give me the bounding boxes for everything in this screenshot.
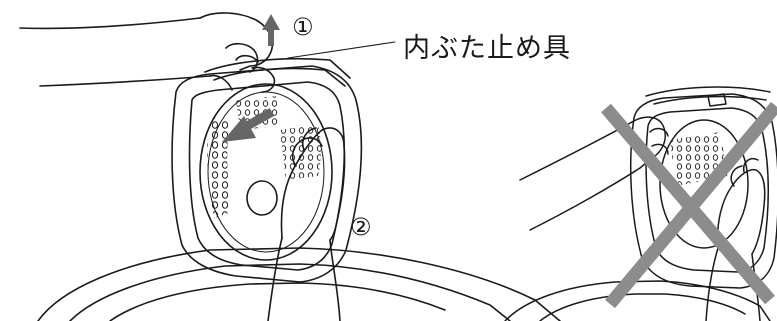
wrong-inner-lid-disc [659, 119, 749, 249]
wrong-right-hand [716, 168, 766, 255]
callout-leader-line [287, 41, 396, 59]
cooker-base-inner [69, 263, 511, 321]
remove-direction-arrow [222, 108, 275, 142]
lid-outer-shell [171, 65, 363, 283]
wrong-lid-outer [629, 93, 777, 289]
left-hand-arm-top [19, 17, 201, 30]
inner-lid-latch-label: 内ぶた止め具 [403, 33, 571, 64]
wrong-right-arm-1 [705, 247, 719, 321]
left-hand-arm-bottom [39, 75, 211, 87]
wrong-left-arm-bottom [529, 167, 641, 231]
inner-lid-perforation-left [207, 118, 232, 218]
inner-lid-disc [199, 83, 333, 261]
wrong-left-arm-top [519, 121, 633, 181]
prohibited-cross-mark [601, 101, 777, 309]
right-hand-fingers [291, 127, 323, 167]
wrong-lid-top-band [645, 86, 771, 97]
wrong-right-fingers [730, 158, 759, 187]
lid-top-band-2 [213, 67, 346, 87]
wrong-left-fingers [649, 127, 669, 155]
left-hand-thumb [209, 74, 233, 91]
cooker-base-outline [37, 247, 561, 321]
pull-up-arrow [262, 14, 280, 46]
right-hand-wrist [267, 237, 283, 321]
step-1-marker: ① [292, 13, 314, 41]
left-hand-palm [199, 12, 274, 71]
cooker-base-rim [109, 282, 446, 321]
wrong-lid-latch [707, 93, 727, 107]
lid-inner-rim [188, 81, 346, 271]
right-hand-wrist-2 [329, 239, 341, 321]
wrong-cooker-base [504, 280, 771, 321]
right-hand-palm [280, 127, 346, 241]
step-2-marker: ② [350, 213, 372, 241]
lid-top-band [204, 57, 351, 79]
steam-vent [246, 180, 278, 216]
wrong-left-hand [631, 116, 666, 169]
wrong-lid-inner [645, 107, 770, 273]
right-illustration [504, 86, 777, 321]
inner-lid-perforation-right [280, 124, 321, 180]
wrong-cooker-base-inner [539, 293, 746, 321]
left-hand-fingers [225, 42, 276, 93]
